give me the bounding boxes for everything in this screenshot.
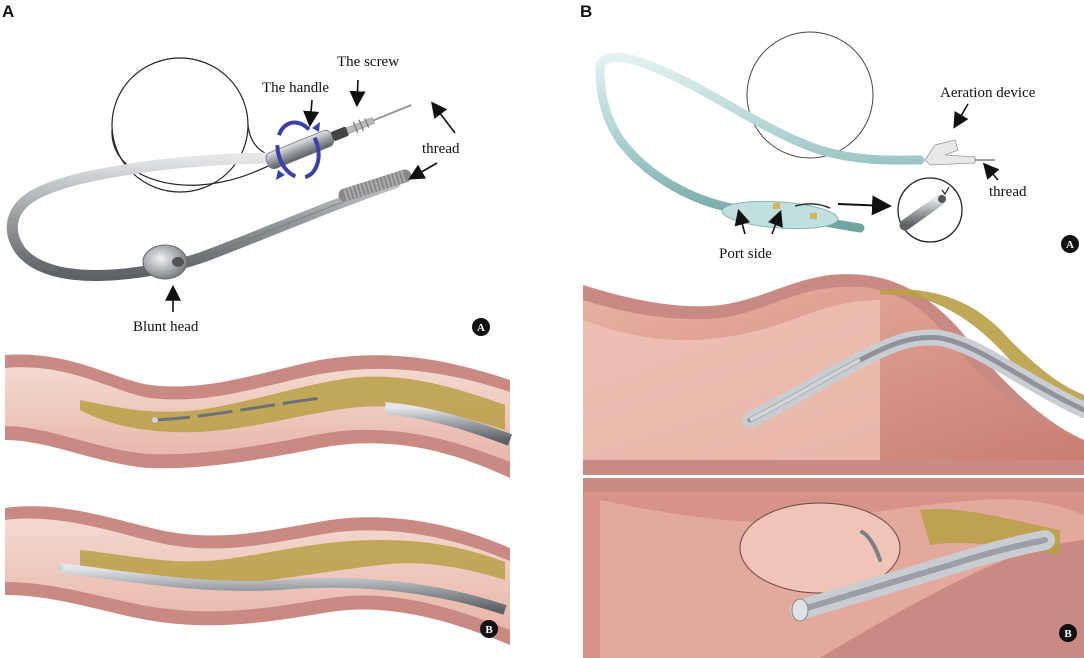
vessel-left-bottom: [5, 506, 510, 645]
label-thread-b: thread: [989, 184, 1027, 200]
badge-a-right: [1061, 235, 1079, 253]
panel-a-letter: A: [2, 2, 14, 21]
badge-b-right: [1059, 624, 1077, 642]
vessel-right-bottom: [583, 478, 1084, 658]
blunt-head: [142, 244, 188, 280]
vessel-right-top: [583, 274, 1084, 475]
label-blunt-head: Blunt head: [133, 319, 199, 335]
svg-text:A: A: [477, 322, 485, 334]
aspiration-catheter-device: [595, 31, 995, 243]
svg-text:A: A: [1066, 239, 1074, 251]
screw: [331, 126, 349, 141]
catheter-shaft: [6, 152, 401, 281]
svg-text:B: B: [485, 624, 493, 636]
label-aeration-device: Aeration device: [940, 85, 1036, 101]
vessel-lumen: [739, 502, 901, 594]
label-thread: thread: [422, 141, 460, 157]
rotational-catheter-device: [6, 57, 412, 281]
aeration-device: [924, 139, 976, 166]
label-port-side: Port side: [719, 246, 772, 262]
svg-text:B: B: [1064, 628, 1072, 640]
badge-b-left: [480, 620, 498, 638]
guidewire-loop-b: [746, 31, 874, 159]
panel-b-letter: B: [580, 2, 592, 21]
handle: [265, 129, 335, 170]
vessel-left-top: [5, 354, 513, 478]
guidewire-lead: [111, 129, 283, 186]
badge-a-left: [472, 318, 490, 336]
label-the-screw: The screw: [337, 54, 399, 70]
label-the-handle: The handle: [262, 80, 329, 96]
